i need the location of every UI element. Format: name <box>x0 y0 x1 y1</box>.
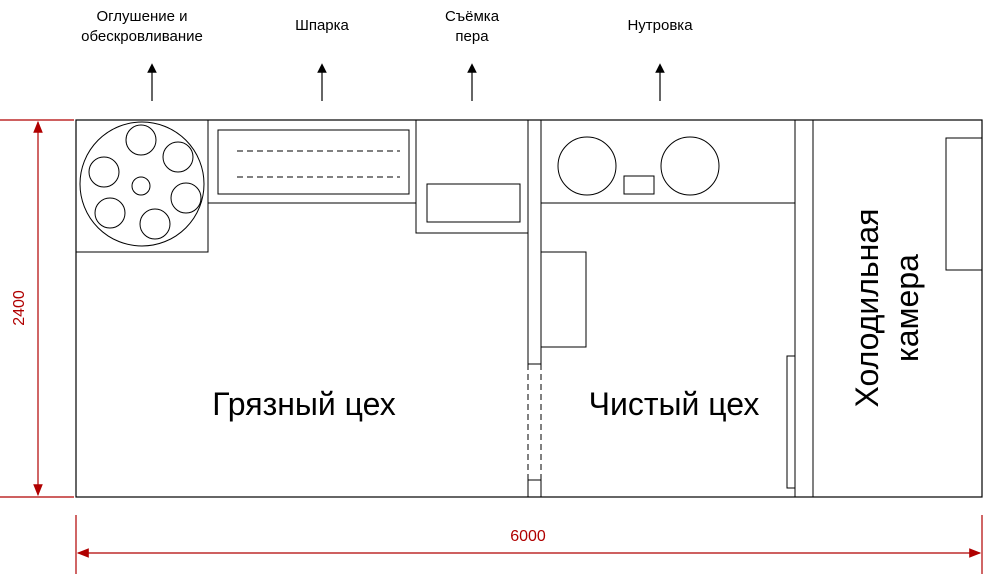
cold-room-door <box>786 355 796 489</box>
label-scalding: Шпарка <box>295 17 349 34</box>
stunning-cone <box>162 141 194 173</box>
label-stunning-line2: обескровливание <box>81 28 203 45</box>
label-plucking-line2: пера <box>455 28 489 45</box>
label-stunning-line1: Оглушение и <box>97 8 188 25</box>
plucking-unit-inner <box>426 183 521 223</box>
stunning-cone <box>125 124 157 156</box>
cold-room-rack <box>945 137 983 271</box>
evisceration-bath <box>660 136 720 196</box>
stunning-cone <box>170 182 202 214</box>
building-outline <box>75 119 983 498</box>
room-label-dirty-shop: Грязный цех <box>212 386 395 422</box>
room-label-clean-shop: Чистый цех <box>589 386 760 422</box>
plucking-unit-outer <box>415 119 529 234</box>
room-label-cold-room-line1: Холодильная <box>849 209 885 408</box>
stunning-cone <box>131 176 151 196</box>
scalding-tank-outer <box>207 119 417 204</box>
label-evisceration: Нутровка <box>627 17 693 34</box>
evisceration-bath <box>557 136 617 196</box>
stunning-cone <box>94 197 126 229</box>
dim-label-width: 6000 <box>510 528 546 545</box>
room-label-cold-room-line2: камера <box>889 254 925 362</box>
stunning-cone <box>88 156 120 188</box>
label-plucking-line1: Съёмка <box>445 8 500 25</box>
scalding-tank-inner <box>217 129 410 195</box>
evisceration-counter <box>540 119 796 204</box>
stunning-drum <box>79 121 205 247</box>
evisceration-small-unit <box>623 175 655 195</box>
clean-shop-table <box>540 251 587 348</box>
dim-label-height: 2400 <box>11 290 28 326</box>
stunning-cone <box>139 208 171 240</box>
